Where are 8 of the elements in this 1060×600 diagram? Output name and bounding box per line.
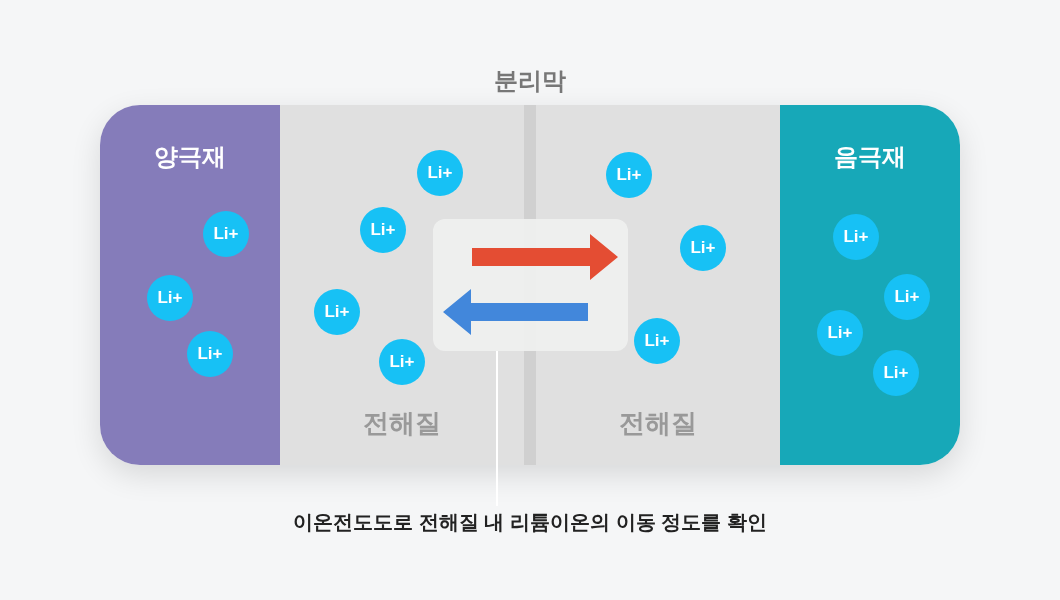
electrode-label: 양극재	[153, 142, 227, 172]
caption-text: 이온전도도로 전해질 내 리튬이온의 이동 정도를 확인	[230, 506, 830, 538]
separator-label: 분리막	[493, 66, 567, 96]
electrolyte-label: 전해질	[618, 407, 698, 440]
electrode-label: 음극재	[833, 142, 907, 172]
cathode-panel	[100, 105, 280, 465]
electrolyte-label: 전해질	[362, 407, 442, 440]
anode-panel	[780, 105, 960, 465]
